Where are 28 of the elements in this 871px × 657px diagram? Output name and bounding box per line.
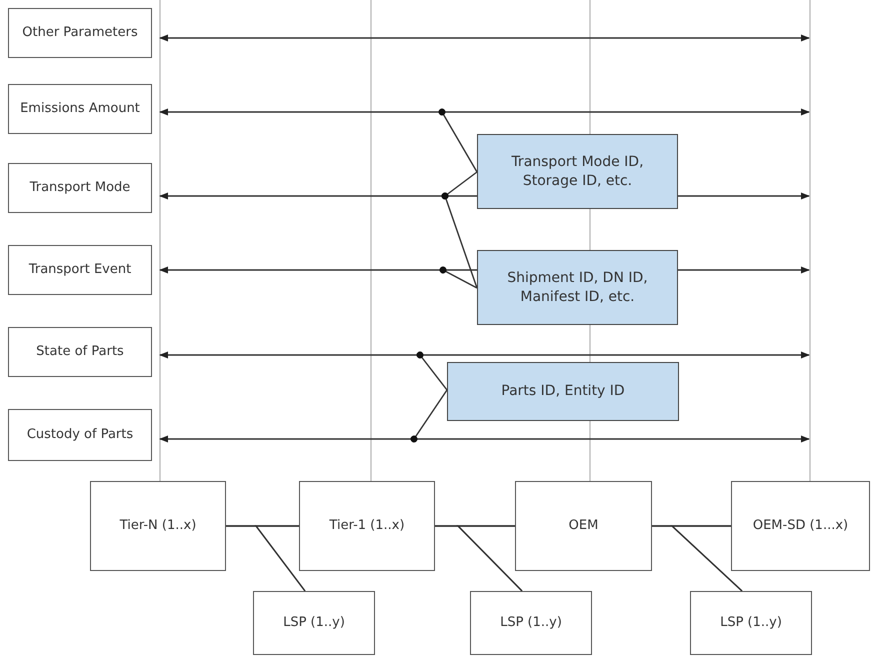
connector-line [670,525,742,592]
double-arrow [159,34,810,42]
connector-line [456,525,522,592]
leader-line [440,266,478,289]
connector-line [254,525,306,592]
leader-line [410,390,448,442]
provider-box: LSP (1..y) [690,591,812,655]
entity-box: OEM [515,481,652,571]
identifier-box: Parts ID, Entity ID [447,362,679,421]
entity-box: OEM-SD (1...x) [731,481,870,571]
provider-box: LSP (1..y) [470,591,592,655]
parameter-box: Other Parameters [8,8,152,58]
leader-line [438,108,478,172]
entity-box: Tier-N (1..x) [90,481,226,571]
entity-box: Tier-1 (1..x) [299,481,435,571]
parameter-box: Emissions Amount [8,84,152,134]
parameter-box: Custody of Parts [8,409,152,461]
leader-line [442,192,478,288]
leader-line [416,352,448,390]
provider-box: LSP (1..y) [253,591,375,655]
parameter-box: State of Parts [8,327,152,377]
identifier-box: Shipment ID, DN ID, Manifest ID, etc. [477,250,678,325]
double-arrow [159,351,810,359]
identifier-box: Transport Mode ID, Storage ID, etc. [477,134,678,209]
double-arrow [159,435,810,443]
parameter-box: Transport Mode [8,163,152,213]
double-arrow [159,108,810,116]
parameter-box: Transport Event [8,245,152,295]
